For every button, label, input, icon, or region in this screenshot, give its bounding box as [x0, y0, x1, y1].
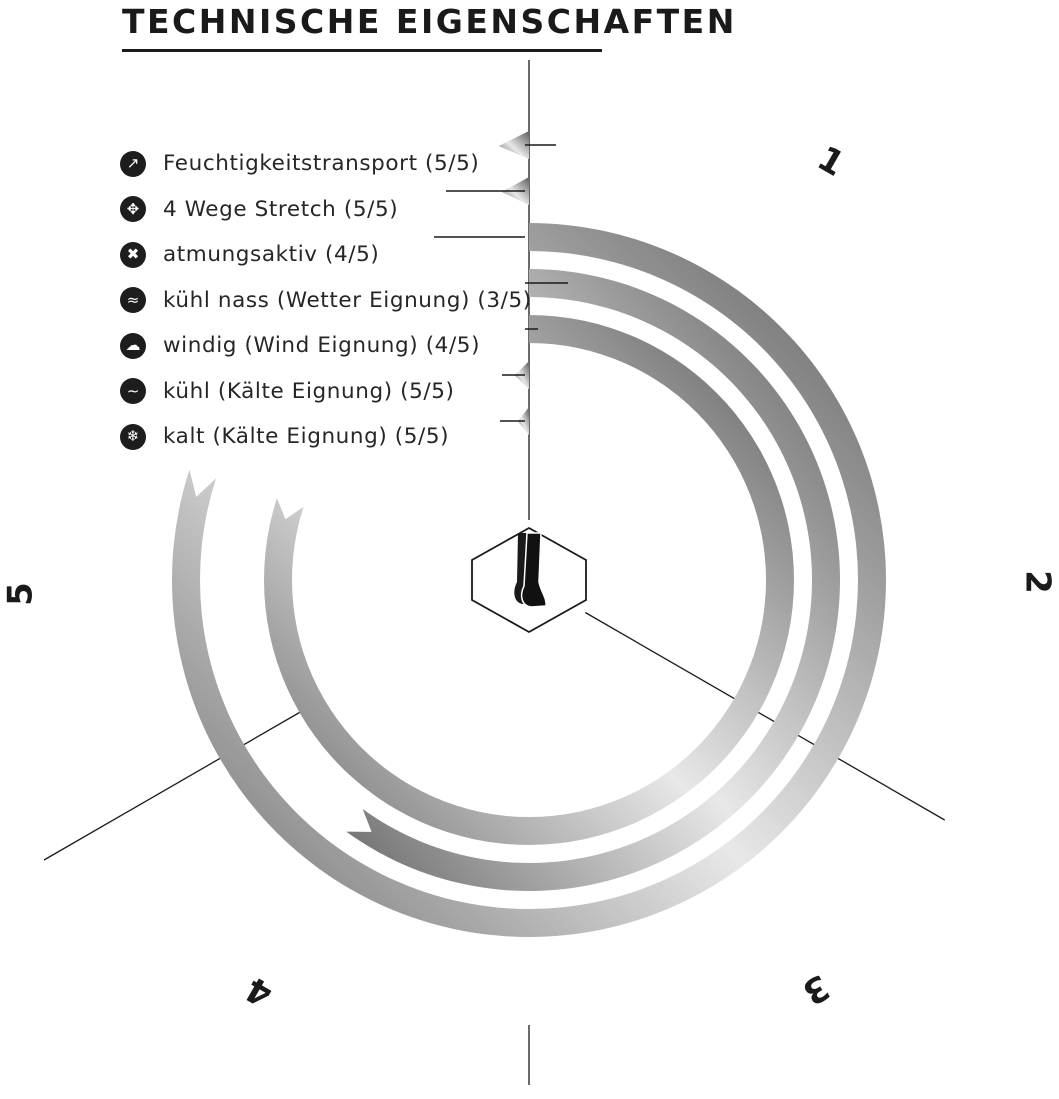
sector-divider-4 [43, 704, 313, 861]
wet-icon: ≈ [120, 287, 146, 314]
legend-label: kühl nass (Wetter Eignung) (3/5) [163, 287, 532, 313]
legend-connectors [434, 144, 568, 422]
page-title: TECHNISCHE EIGENSCHAFTEN [122, 2, 737, 41]
legend-label: kühl (Kälte Eignung) (5/5) [163, 378, 455, 404]
legend-label: Feuchtigkeitstransport (5/5) [163, 151, 480, 177]
sector-label-3: 3 [795, 966, 836, 1012]
legend-label: windig (Wind Eignung) (4/5) [163, 333, 481, 359]
legend-label: 4 Wege Stretch (5/5) [163, 196, 399, 222]
legend-item-cold: ❄ kalt (Kälte Eignung) (5/5) [120, 414, 532, 460]
snowflake-icon: ❄ [120, 423, 146, 450]
title-underline [122, 49, 602, 52]
legend-item-breathable: ✖ atmungsaktiv (4/5) [120, 232, 532, 278]
legend-item-cool: ∼ kühl (Kälte Eignung) (5/5) [120, 369, 532, 415]
breathable-icon: ✖ [120, 241, 146, 268]
legend-item-stretch: ✥ 4 Wege Stretch (5/5) [120, 187, 532, 233]
cool-icon: ∼ [120, 378, 146, 405]
wind-icon: ☁ [120, 332, 146, 359]
legend-item-moisture: ↗ Feuchtigkeitstransport (5/5) [120, 141, 532, 187]
moisture-icon: ↗ [120, 150, 146, 177]
sector-label-1: 1 [810, 138, 851, 184]
legend: ↗ Feuchtigkeitstransport (5/5) ✥ 4 Wege … [120, 141, 532, 460]
legend-item-wind: ☁ windig (Wind Eignung) (4/5) [120, 323, 532, 369]
sector-label-2: 2 [1018, 570, 1058, 594]
sector-label-5: 5 [1, 582, 41, 606]
sector-label-4: 4 [239, 968, 280, 1014]
radial-bar-1 [498, 131, 529, 159]
sock-icon [471, 526, 587, 634]
legend-label: atmungsaktiv (4/5) [163, 242, 380, 268]
legend-label: kalt (Kälte Eignung) (5/5) [163, 424, 450, 450]
sector-divider-2 [584, 611, 946, 821]
legend-item-wet: ≈ kühl nass (Wetter Eignung) (3/5) [120, 278, 532, 324]
four-way-arrows-icon: ✥ [120, 196, 146, 223]
